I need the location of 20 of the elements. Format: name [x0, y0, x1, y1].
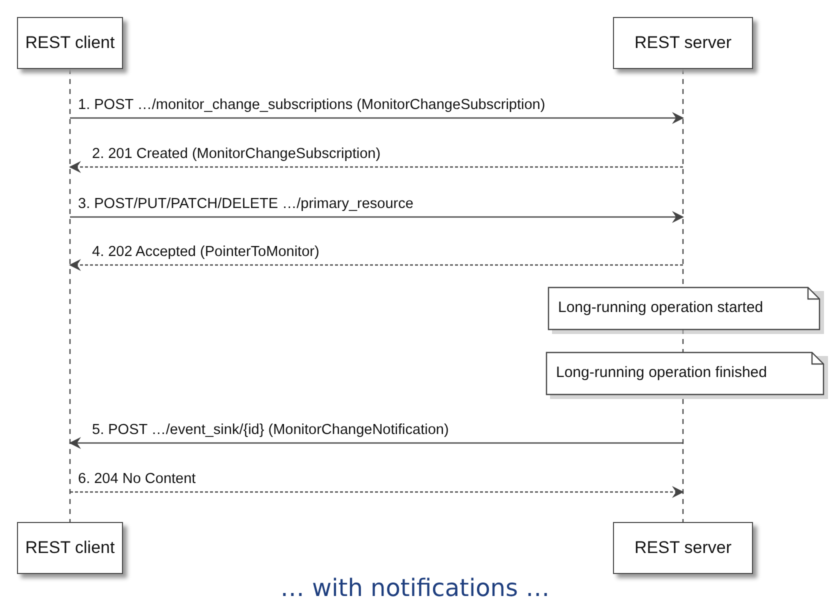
- edge-label: 5. POST …/event_sink/{id} (MonitorChangeNotification): [92, 422, 449, 438]
- participant-box: REST client: [17, 17, 123, 69]
- message-arrow: [70, 211, 684, 223]
- message-arrow: [70, 486, 684, 498]
- participant-box: REST server: [613, 17, 753, 69]
- participant-box: REST client: [17, 522, 123, 574]
- edge-label: 3. POST/PUT/PATCH/DELETE …/primary_resource: [78, 196, 414, 212]
- edge-label: 4. 202 Accepted (PointerToMonitor): [92, 244, 320, 260]
- message-arrow: [69, 259, 683, 271]
- message-arrow: [69, 437, 683, 449]
- edge-label: 6. 204 No Content: [78, 471, 196, 487]
- caption: … with notifications …: [280, 574, 550, 602]
- edge-label: 2. 201 Created (MonitorChangeSubscription): [92, 146, 381, 162]
- message-arrow: [69, 161, 683, 173]
- note-text: Long-running operation started: [558, 299, 764, 316]
- edge-label: 1. POST …/monitor_change_subscriptions (MonitorChangeSubscription): [78, 97, 546, 113]
- note-text: Long-running operation finished: [556, 364, 767, 381]
- lifeline: [68, 69, 72, 522]
- participant-box: REST server: [613, 522, 753, 574]
- message-arrow: [70, 112, 684, 124]
